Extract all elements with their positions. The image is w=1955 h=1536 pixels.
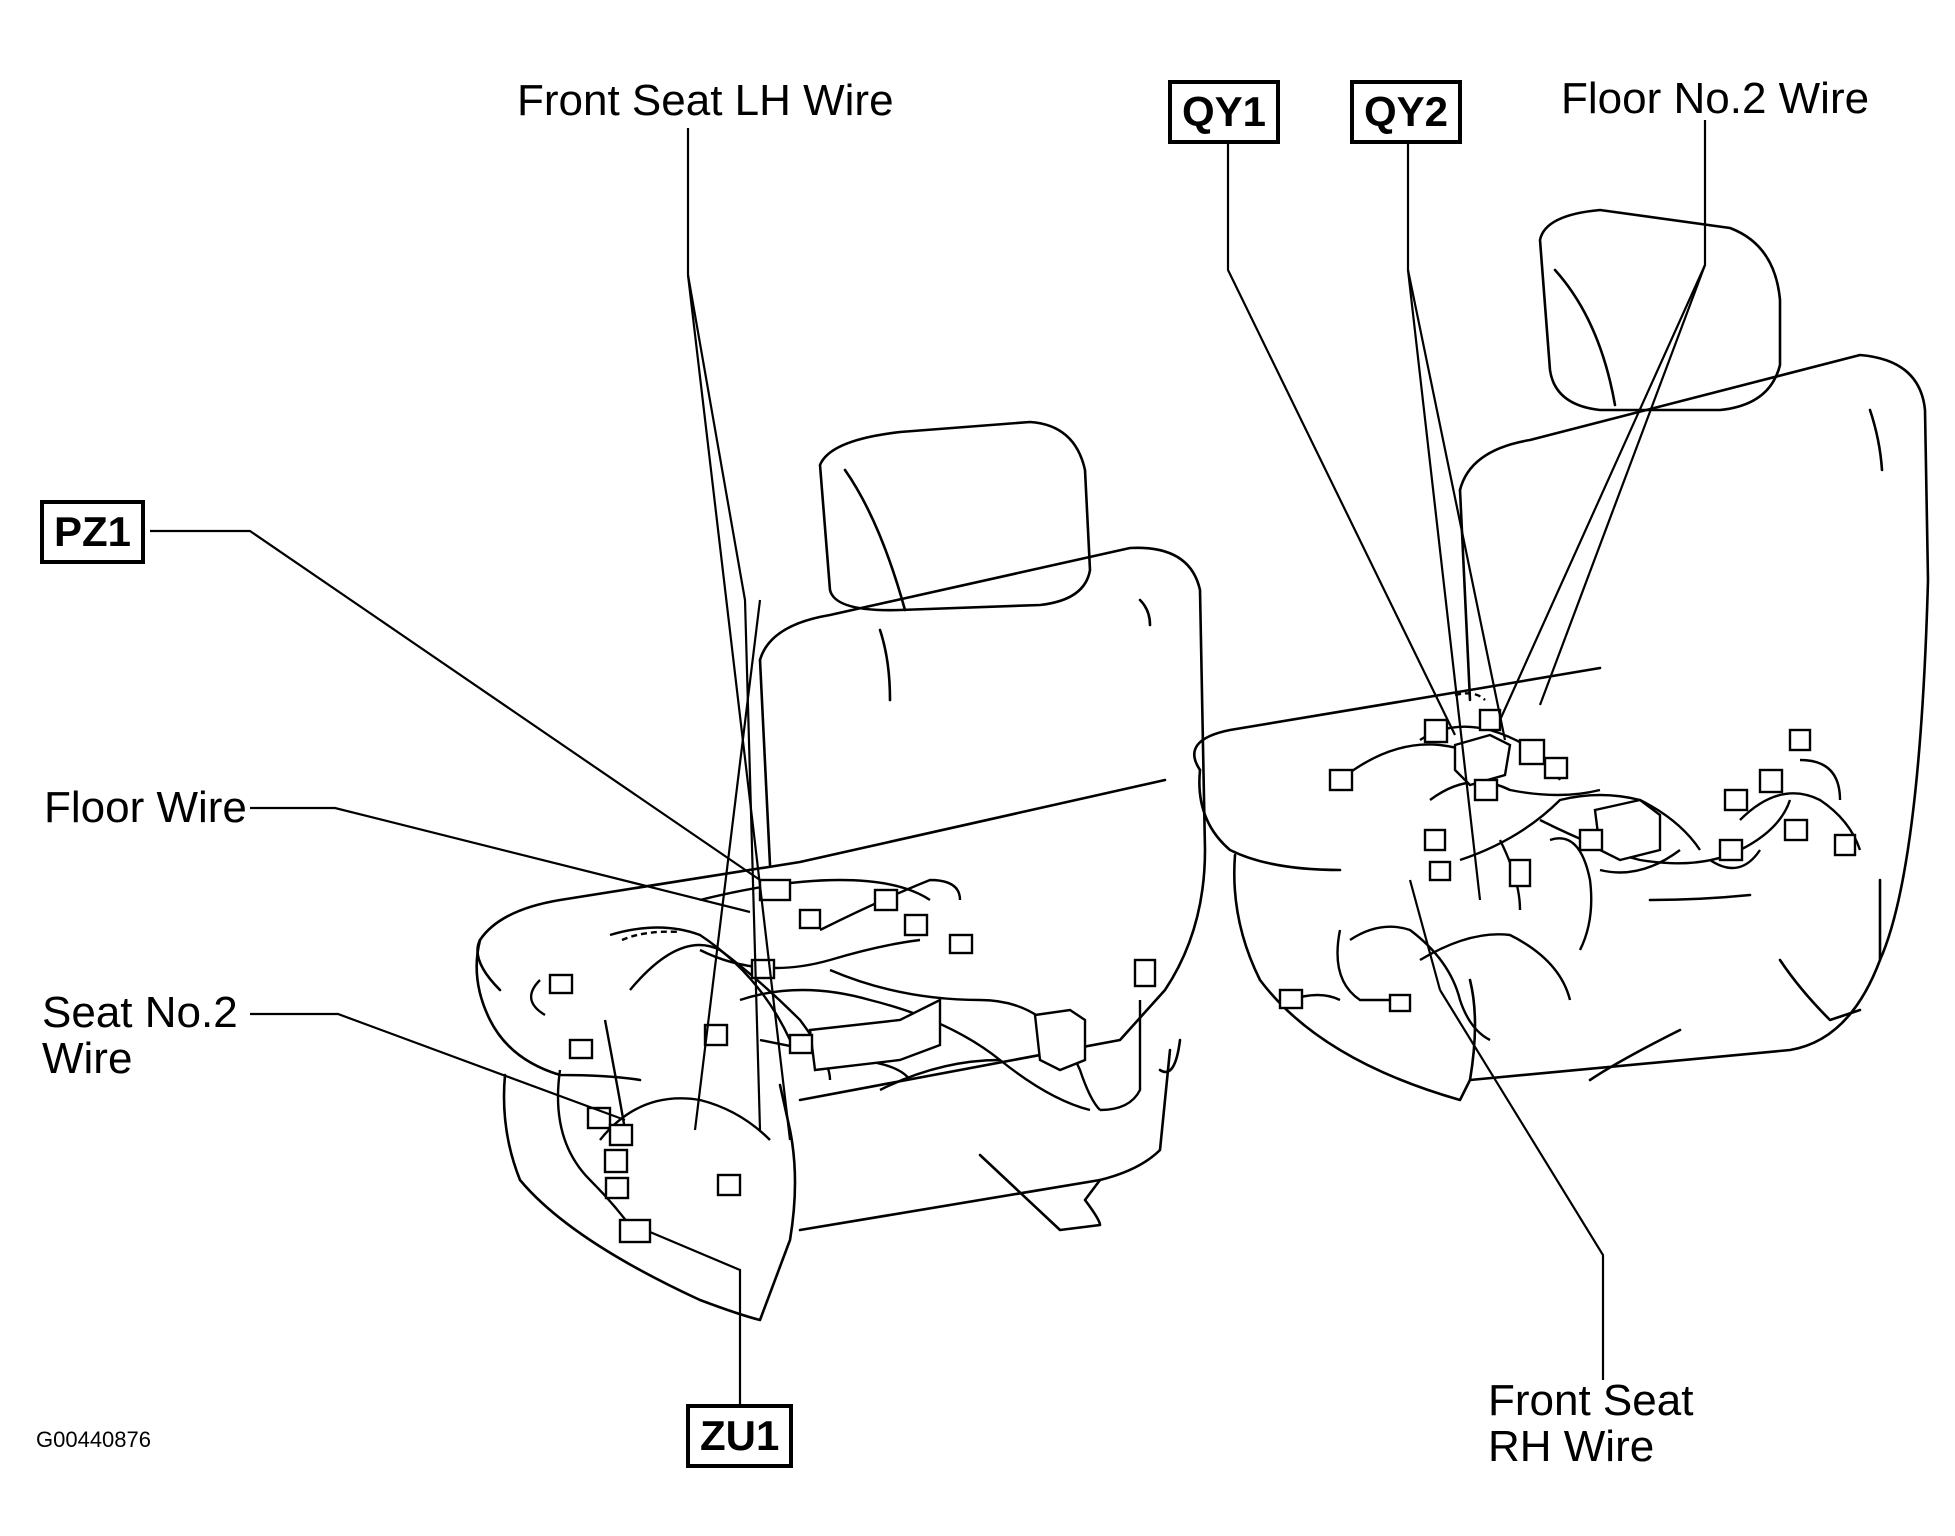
front-seat-rh-wire-label-line1: Front Seat [1488,1376,1694,1425]
connector-code-zu1: ZU1 [686,1404,794,1468]
connector-code-pz1: PZ1 [40,500,146,564]
figure-id: G00440876 [36,1427,151,1452]
connector-code-qy2: QY2 [1350,80,1463,144]
front-seat-lh-wire-label: Front Seat LH Wire [517,76,894,125]
floor-no2-wire-label: Floor No.2 Wire [1561,74,1870,123]
right-seat [1193,208,1930,1102]
seat-no2-wire-label-line2: Wire [42,1034,133,1083]
front-seat-rh-wire-label-line2: RH Wire [1488,1422,1655,1471]
floor-wire-label: Floor Wire [44,783,247,832]
seat-no2-wire-label-line1: Seat No.2 [42,988,238,1037]
leader-lines [150,120,1707,1410]
connector-code-qy1: QY1 [1168,80,1281,144]
